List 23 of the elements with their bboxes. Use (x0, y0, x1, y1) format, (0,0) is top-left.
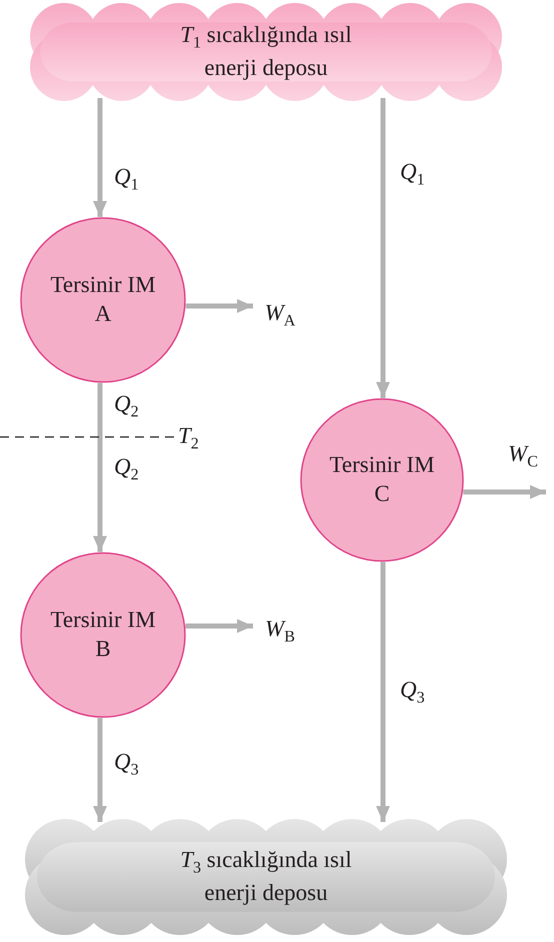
engine-label: Tersinir IM B (49, 606, 157, 663)
engine-label: Tersinir IM A (49, 271, 157, 328)
work-label: W$_{A}$ (264, 298, 296, 332)
edge-label: Q$_{2}$ (114, 392, 139, 421)
arrow (93, 718, 107, 822)
edge-label: Q$_{1}$ (400, 160, 425, 189)
reservoir-label: T$_{3}$ sıcaklığında ısıl enerji deposu (179, 846, 353, 907)
work-label: W$_{B}$ (265, 614, 295, 648)
engine-label: Tersinir IM C (328, 451, 436, 508)
edge-label: Q$_{3}$ (114, 750, 139, 779)
arrow (376, 562, 390, 822)
heat-label: Q$_{2}$ (114, 455, 139, 484)
arrow (463, 485, 546, 499)
arrow (93, 98, 107, 218)
reservoir-label: T$_{1}$ sıcaklığında ısıl enerji deposu (179, 21, 353, 82)
edge-label: Q$_{1}$ (114, 165, 139, 194)
arrow (93, 382, 107, 552)
arrow (186, 299, 253, 313)
arrow (186, 619, 253, 633)
arrow (376, 98, 390, 398)
work-label: W$_{C}$ (508, 440, 538, 473)
temperature-label: T$_{2}$ (178, 424, 199, 453)
edge-label: Q$_{3}$ (400, 678, 425, 707)
